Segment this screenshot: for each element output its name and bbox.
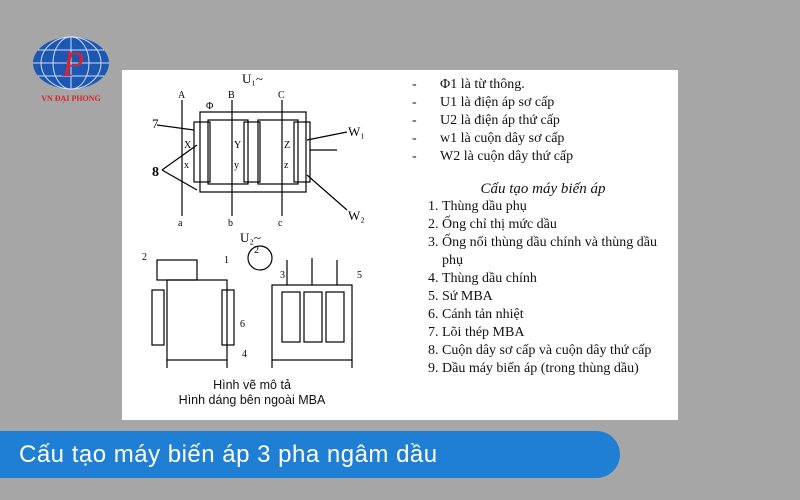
svg-text:a: a (178, 218, 183, 229)
list-item: Cánh tản nhiệt (442, 306, 674, 324)
svg-text:P: P (61, 44, 84, 84)
svg-text:X: X (184, 140, 192, 151)
svg-text:A: A (178, 90, 186, 101)
svg-text:8: 8 (152, 165, 159, 180)
list-item: Cuộn dây sơ cấp và cuộn dây thứ cấp (442, 342, 674, 360)
svg-text:z: z (284, 160, 289, 171)
svg-text:Z: Z (284, 140, 290, 151)
title-banner: Cấu tạo máy biến áp 3 pha ngâm dầu (0, 431, 620, 478)
svg-text:3: 3 (280, 270, 285, 281)
parts-list: Thùng dầu phụỐng chỉ thị mức dầuỐng nối … (412, 198, 674, 378)
company-logo: P VN ĐẠI PHONG (30, 36, 112, 106)
svg-text:x: x (184, 160, 189, 171)
list-item: Sứ MBA (442, 288, 674, 306)
caption-line-1: Hình vẽ mô tả (213, 378, 291, 392)
symbol-item: -U2 là điện áp thứ cấp (412, 113, 560, 128)
svg-text:C: C (278, 90, 285, 101)
svg-text:7: 7 (152, 116, 159, 131)
svg-text:4: 4 (242, 349, 247, 360)
transformer-diagram: U₁~ U₂~ Φ W₁ W₂ 7 8 A B C a b c X Y Z x y z 2 1 2… (142, 71, 365, 368)
diagram-caption: Hình vẽ mô tả Hình dáng bên ngoài MBA (152, 378, 352, 408)
svg-text:VN ĐẠI PHONG: VN ĐẠI PHONG (41, 94, 101, 103)
svg-text:1: 1 (224, 255, 229, 266)
diagram-panel: U₁~ U₂~ Φ W₁ W₂ 7 8 A B C a b c X Y Z x y z 2 1 2… (122, 70, 678, 420)
legend: -Φ1 là từ thông. -U1 là điện áp sơ cấp -… (412, 76, 674, 378)
symbol-item: -w1 là cuộn dây sơ cấp (412, 131, 565, 146)
svg-text:y: y (234, 160, 239, 171)
symbol-item: -W2 là cuộn dây thứ cấp (412, 149, 574, 164)
banner-title: Cấu tạo máy biến áp 3 pha ngâm dầu (19, 440, 438, 468)
list-item: Dầu máy biến áp (trong thùng dầu) (442, 360, 674, 378)
svg-text:6: 6 (240, 319, 245, 330)
svg-text:U₂~: U₂~ (240, 230, 261, 245)
svg-text:c: c (278, 218, 283, 229)
list-item: Thùng dầu chính (442, 270, 674, 288)
svg-text:Φ: Φ (206, 101, 213, 112)
list-item: Thùng dầu phụ (442, 198, 674, 216)
svg-text:W₂: W₂ (348, 208, 365, 223)
list-item: Ống chỉ thị mức dầu (442, 216, 674, 234)
svg-text:Y: Y (234, 140, 241, 151)
svg-text:b: b (228, 218, 233, 229)
svg-text:2: 2 (142, 252, 147, 263)
list-item: Ống nối thùng dầu chính và thùng dầu phụ (442, 234, 674, 270)
svg-text:W₁: W₁ (348, 124, 365, 139)
legend-title: Cấu tạo máy biến áp (480, 181, 606, 197)
symbol-item: -Φ1 là từ thông. (412, 77, 525, 92)
svg-text:5: 5 (357, 270, 362, 281)
svg-text:B: B (228, 90, 235, 101)
svg-text:2: 2 (254, 245, 259, 256)
svg-text:U₁~: U₁~ (242, 71, 263, 86)
symbol-item: -U1 là điện áp sơ cấp (412, 95, 555, 110)
caption-line-2: Hình dáng bên ngoài MBA (178, 393, 326, 407)
list-item: Lõi thép MBA (442, 324, 674, 342)
